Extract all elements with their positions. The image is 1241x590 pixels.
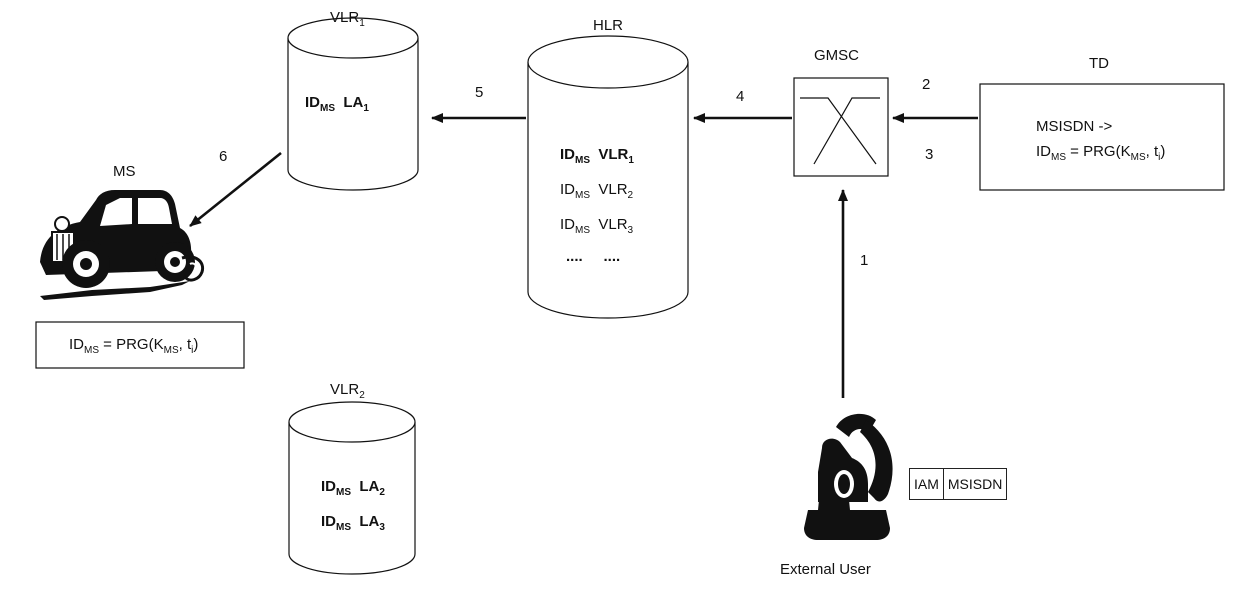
vlr1-database-icon — [287, 17, 419, 191]
td-label: TD — [1089, 55, 1109, 72]
arrow-number-1: 1 — [860, 252, 869, 269]
arrow-number-6: 6 — [219, 148, 228, 165]
ms-box-text: IDMS = PRG(KMS, ti) — [69, 336, 199, 356]
hlr-database-icon — [527, 35, 689, 319]
car-icon — [40, 190, 205, 300]
iam-message-number: MSISDN — [947, 476, 1003, 492]
hlr-row-1: IDMS VLR1 — [560, 146, 634, 166]
vlr2-row-2: IDMS LA3 — [321, 513, 385, 533]
gmsc-switch-icon — [793, 77, 889, 177]
ms-box-frame — [35, 321, 245, 369]
arrow-number-5: 5 — [475, 84, 484, 101]
telephone-icon — [804, 413, 893, 540]
td-line-1: MSISDN -> — [1036, 118, 1113, 135]
external-user-label: External User — [780, 561, 871, 578]
vlr2-row-1: IDMS LA2 — [321, 478, 385, 498]
vlr1-row: IDMS LA1 — [305, 94, 369, 114]
gmsc-label: GMSC — [814, 47, 859, 64]
arrow-number-2: 2 — [922, 76, 931, 93]
hlr-row-2: IDMS VLR2 — [560, 181, 634, 201]
hlr-row-3: IDMS VLR3 — [560, 216, 634, 236]
ms-label: MS — [113, 163, 136, 180]
iam-message-box: IAM MSISDN — [909, 468, 1008, 500]
iam-message-type: IAM — [910, 469, 944, 499]
hlr-label: HLR — [593, 17, 624, 34]
td-box-frame — [979, 83, 1225, 191]
hlr-row-ellipsis: .... .... — [566, 248, 621, 265]
vlr2-label: VLR2 — [330, 381, 365, 401]
arrow-number-3: 3 — [925, 146, 934, 163]
arrow-6 — [189, 151, 282, 228]
vlr1-label: VLR1 — [330, 9, 365, 29]
vlr2-database-icon — [288, 401, 416, 575]
arrow-number-4: 4 — [736, 88, 745, 105]
td-line-2: IDMS = PRG(KMS, ti) — [1036, 143, 1166, 163]
